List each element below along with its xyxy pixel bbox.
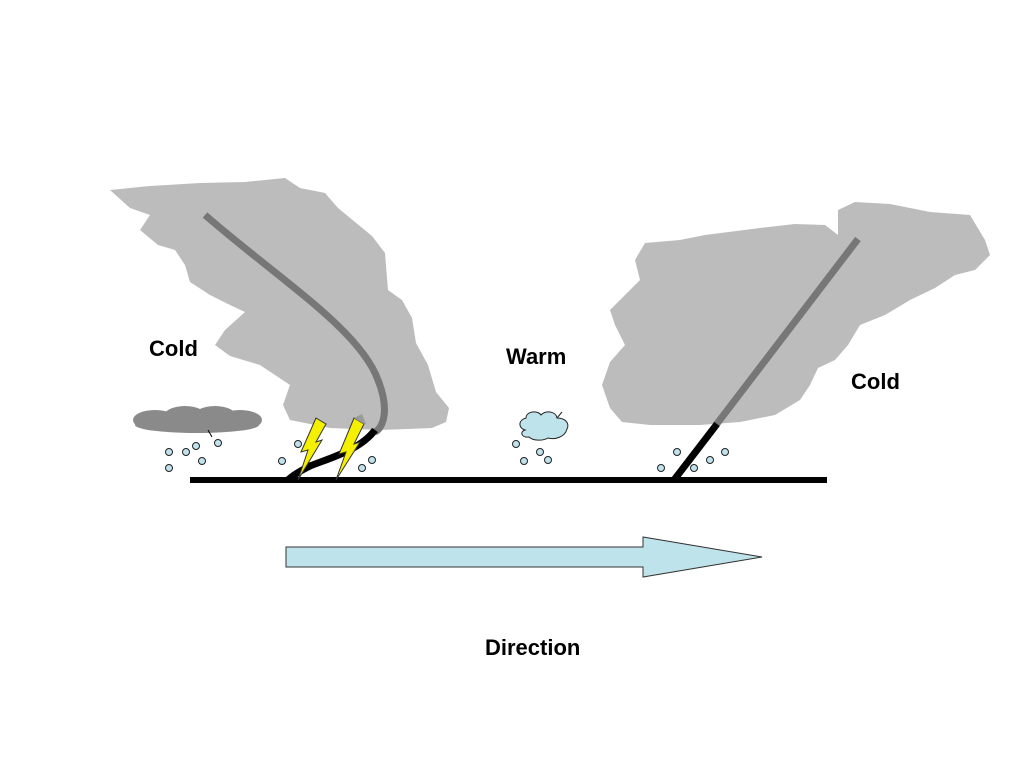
raindrop-icon [294, 440, 302, 448]
right-arrow-icon [285, 536, 763, 578]
cold-front-upper-left [202, 212, 388, 436]
raindrop-icon [165, 464, 173, 472]
cloud-icon [519, 411, 569, 441]
storm-cloud-tail [207, 429, 213, 438]
raindrop-icon [165, 448, 173, 456]
raindrop-icon [536, 448, 544, 456]
raindrop-icon [673, 448, 681, 456]
raindrop-icon [182, 448, 190, 456]
cold-label-left: Cold [149, 336, 198, 361]
raindrops-left [165, 439, 222, 472]
raindrop-icon [721, 448, 729, 456]
raindrop-icon [706, 456, 714, 464]
cold-front-upper-right [713, 236, 861, 428]
raindrop-icon [368, 456, 376, 464]
raindrop-icon [690, 464, 698, 472]
cold-front-surface-left [285, 427, 378, 483]
warm-label: Warm [506, 344, 566, 369]
lightning-bolt-icon [335, 417, 365, 481]
cold-air-mass-left [110, 178, 449, 430]
raindrop-icon [512, 440, 520, 448]
raindrops-middle [512, 440, 552, 465]
cold-front-surface-right [671, 421, 720, 483]
raindrop-icon [358, 464, 366, 472]
cold-air-mass-right [602, 202, 990, 425]
raindrop-icon [198, 457, 206, 465]
cloud-tail [556, 411, 563, 419]
storm-cloud-icon [133, 406, 262, 433]
lightning-bolt-icon [297, 417, 327, 481]
raindrop-icon [544, 456, 552, 464]
cold-label-right: Cold [851, 369, 900, 394]
lightning-bolt-shadow [354, 414, 366, 424]
raindrops-front-right [657, 448, 729, 472]
direction-label: Direction [485, 635, 580, 660]
raindrops-front-left [278, 440, 376, 472]
raindrop-icon [278, 457, 286, 465]
raindrop-icon [192, 442, 200, 450]
raindrop-icon [214, 439, 222, 447]
raindrop-icon [657, 464, 665, 472]
raindrop-icon [520, 457, 528, 465]
